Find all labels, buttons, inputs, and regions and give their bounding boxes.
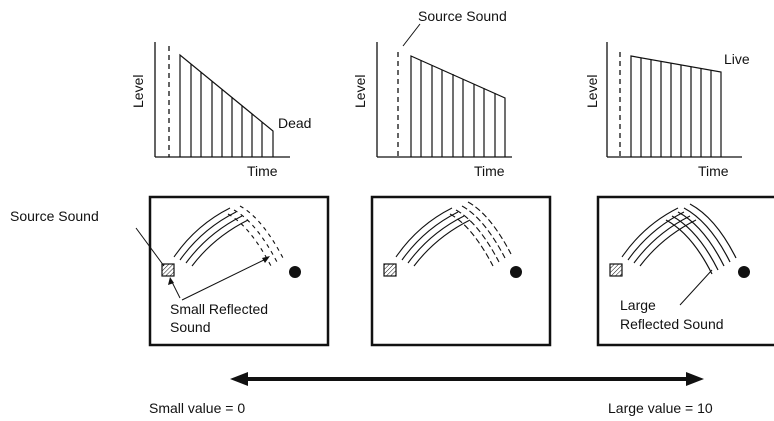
reflection-callout-line bbox=[679, 269, 713, 306]
graph-live: Level Time Live bbox=[584, 42, 750, 179]
room-outline bbox=[148, 195, 330, 347]
reflection-label-line1: Small Reflected bbox=[170, 301, 268, 317]
room-outline bbox=[370, 195, 552, 347]
x-axis-label: Time bbox=[698, 163, 729, 179]
source-callout-line bbox=[402, 23, 421, 47]
scale-right-label: Large value = 10 bbox=[608, 400, 713, 416]
reflection-arrow-line bbox=[181, 257, 269, 301]
source-speaker-icon bbox=[161, 263, 175, 277]
reflection-label-line1: Large bbox=[620, 297, 656, 313]
graph-medium: Level Time Source Sound bbox=[352, 8, 512, 179]
source-speaker-icon bbox=[383, 263, 397, 277]
source-speaker-icon bbox=[609, 263, 623, 277]
graph-dead: Level Time Dead bbox=[130, 42, 311, 179]
room-large-reflection: Large Reflected Sound bbox=[596, 195, 774, 347]
curve-label: Dead bbox=[278, 115, 311, 131]
reflection-label-line2: Reflected Sound bbox=[620, 316, 724, 332]
direct-wavefronts bbox=[395, 207, 471, 267]
reflection-arrowhead bbox=[262, 256, 270, 263]
source-arrowhead bbox=[168, 277, 174, 285]
decay-bars bbox=[630, 55, 722, 157]
reflected-wavefronts bbox=[665, 203, 737, 275]
source-sound-callout: Source Sound bbox=[418, 8, 507, 24]
curve-label: Live bbox=[724, 51, 750, 67]
listener-dot-icon bbox=[738, 266, 750, 278]
decay-bars bbox=[179, 53, 274, 157]
y-axis-label: Level bbox=[130, 75, 146, 108]
source-sound-label: Source Sound bbox=[10, 208, 99, 224]
direct-wavefronts bbox=[621, 207, 697, 267]
room-small-reflection: Source Sound Small Reflected Sound bbox=[10, 195, 330, 347]
room-medium-reflection bbox=[370, 195, 552, 347]
reflected-wavefronts bbox=[227, 205, 284, 267]
y-axis-label: Level bbox=[584, 75, 600, 108]
listener-dot-icon bbox=[289, 266, 301, 278]
listener-dot-icon bbox=[510, 266, 522, 278]
scale-left-label: Small value = 0 bbox=[149, 400, 245, 416]
room-outline bbox=[596, 195, 774, 347]
x-axis-label: Time bbox=[474, 163, 505, 179]
decay-bars bbox=[410, 55, 506, 157]
x-axis-label: Time bbox=[247, 163, 278, 179]
reflected-wavefronts bbox=[449, 201, 512, 267]
source-callout-line bbox=[135, 227, 165, 267]
reflection-label-line2: Sound bbox=[170, 319, 210, 335]
double-arrow-icon bbox=[230, 372, 704, 386]
y-axis-label: Level bbox=[352, 75, 368, 108]
direct-wavefronts bbox=[173, 207, 249, 267]
